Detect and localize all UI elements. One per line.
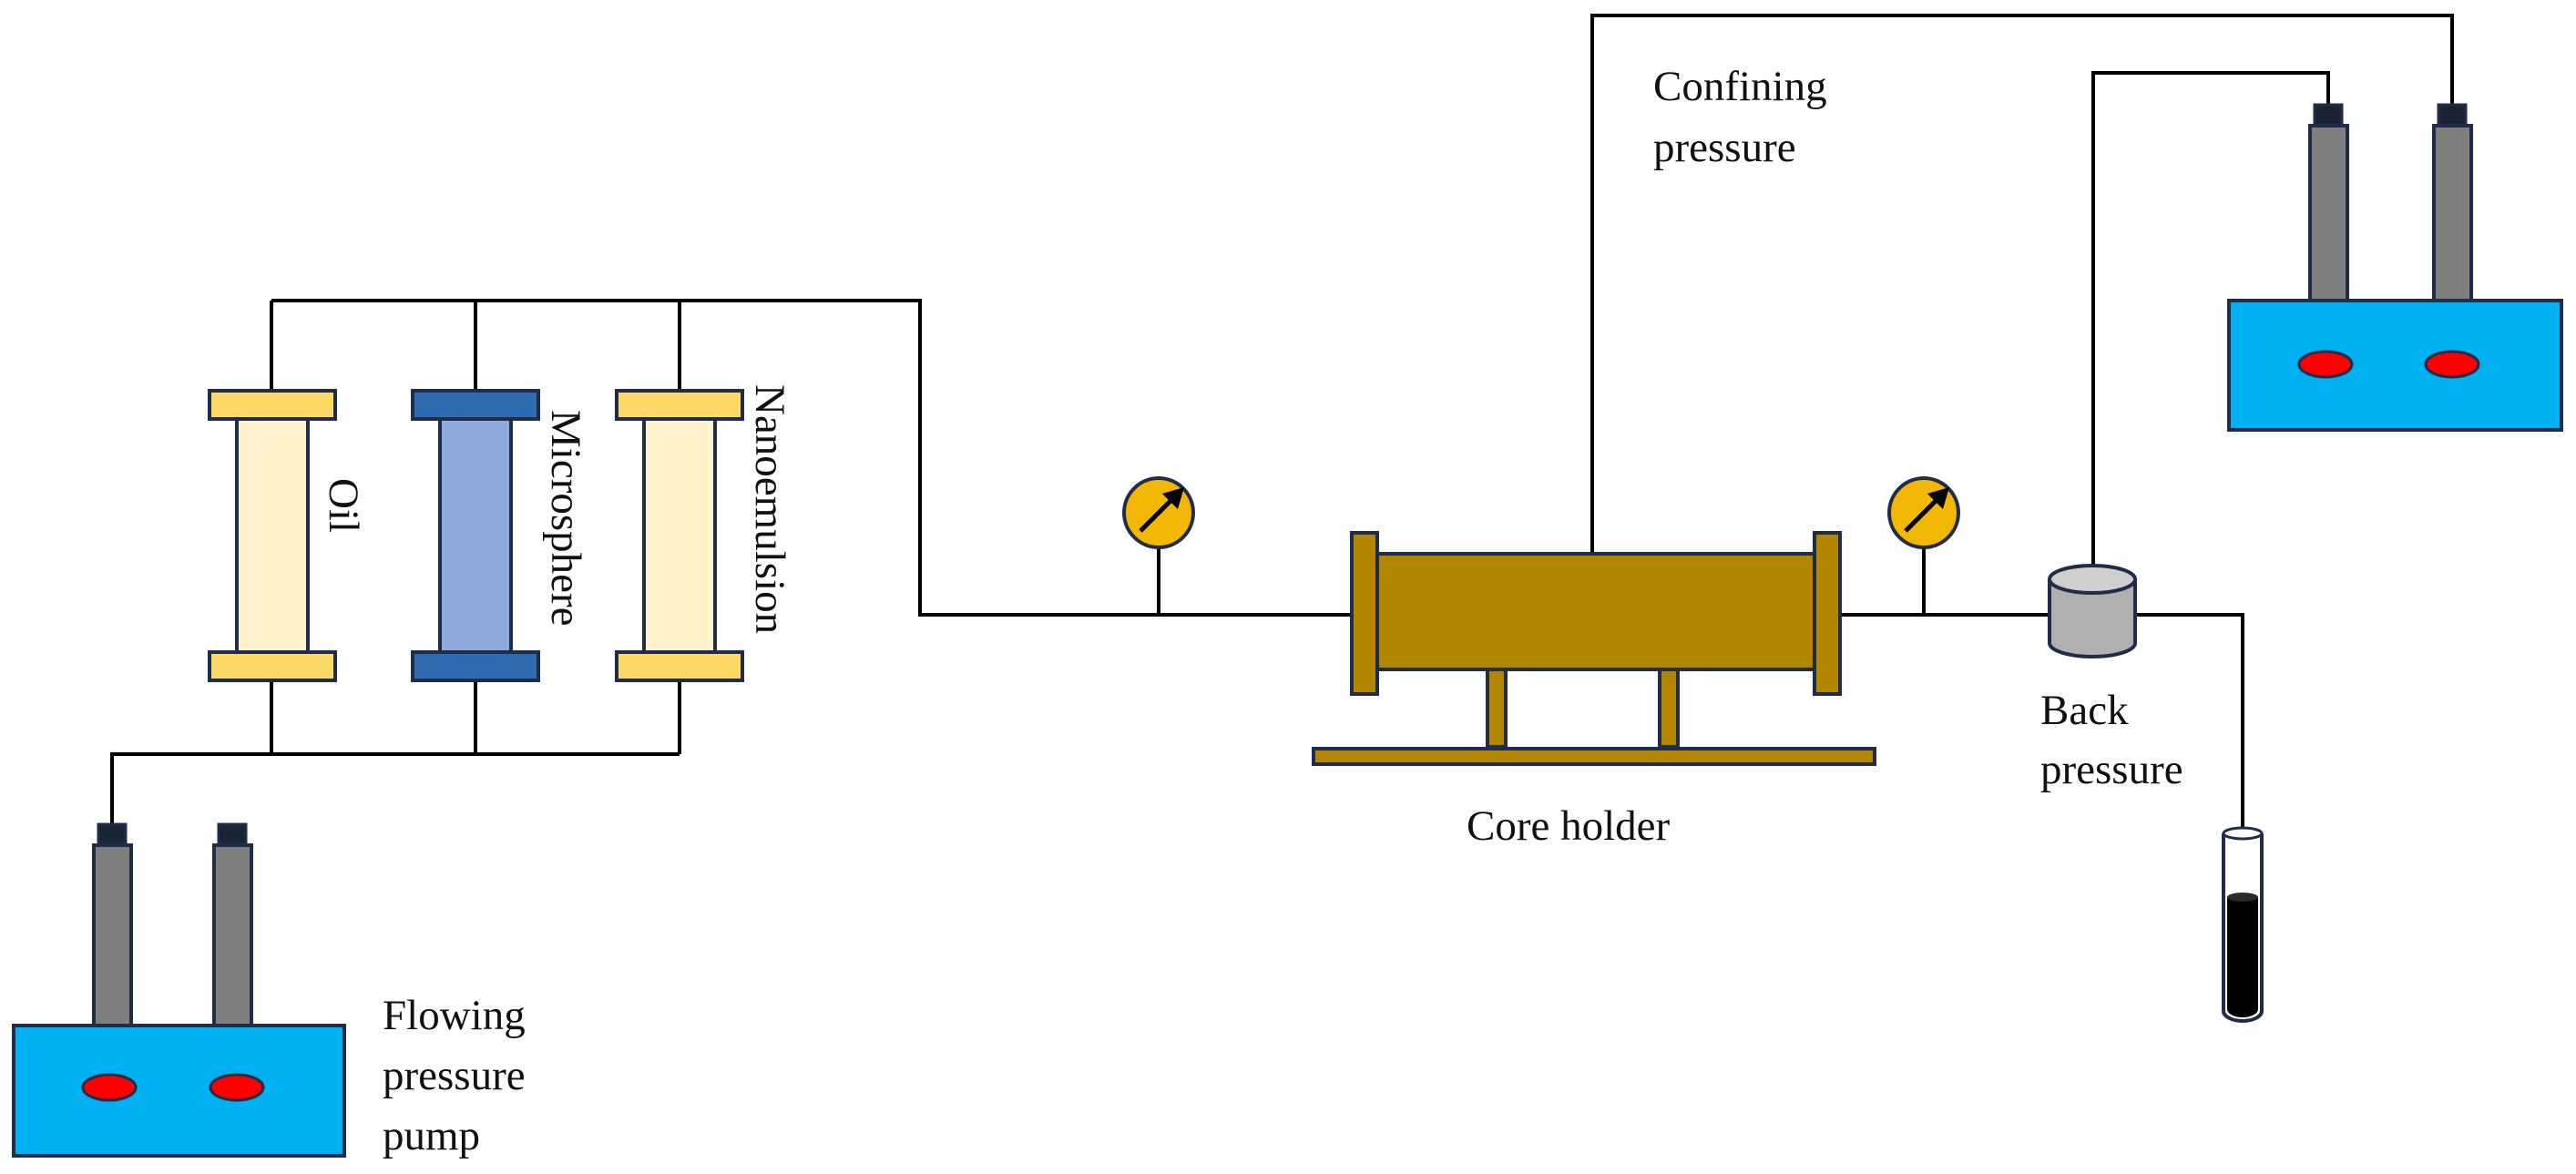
confining-pressure-label: Confining pressure — [1653, 63, 1827, 171]
microsphere-label: Microsphere — [542, 410, 589, 627]
oil-container — [208, 389, 337, 682]
nanoemulsion-container — [615, 389, 744, 682]
pressure-gauge-icon — [1887, 476, 1960, 549]
pump-light-icon — [209, 1073, 265, 1102]
core-holder — [1312, 531, 1876, 766]
svg-text:Flowing: Flowing — [383, 992, 526, 1039]
svg-text:pressure: pressure — [1653, 124, 1796, 171]
back-pressure-line — [2091, 71, 2330, 569]
oil-label: Oil — [320, 478, 367, 533]
confining-back-pressure-pump — [2227, 103, 2563, 432]
core-holder-label: Core holder — [1467, 802, 1671, 850]
svg-text:pressure: pressure — [2040, 746, 2183, 793]
svg-text:Confining: Confining — [1653, 63, 1827, 110]
pump-icon — [12, 822, 346, 1158]
bottom-manifold-line — [110, 752, 680, 824]
svg-text:pressure: pressure — [383, 1052, 526, 1099]
flowing-pressure-pump — [12, 822, 346, 1158]
pump-light-icon — [81, 1073, 138, 1102]
svg-text:pump: pump — [383, 1112, 480, 1159]
pump-light-icon — [2297, 350, 2354, 379]
test-tube-icon — [2222, 826, 2264, 1023]
microsphere-container — [411, 389, 540, 682]
back-pressure-valve-icon — [2048, 564, 2137, 658]
top-manifold-line — [271, 299, 1357, 617]
nanoemulsion-label: Nanoemulsion — [746, 384, 793, 634]
confining-pressure-line — [1590, 14, 2454, 554]
svg-text:Back: Back — [2040, 687, 2129, 734]
flowing-pressure-pump-label: Flowing pressure pump — [383, 992, 526, 1159]
piping — [110, 14, 2454, 832]
pump-light-icon — [2424, 350, 2480, 379]
pressure-gauge-icon — [1122, 476, 1195, 549]
valve-to-tube-line — [2135, 613, 2244, 832]
back-pressure-label: Back pressure — [2040, 687, 2183, 793]
pump-icon — [2227, 103, 2563, 432]
